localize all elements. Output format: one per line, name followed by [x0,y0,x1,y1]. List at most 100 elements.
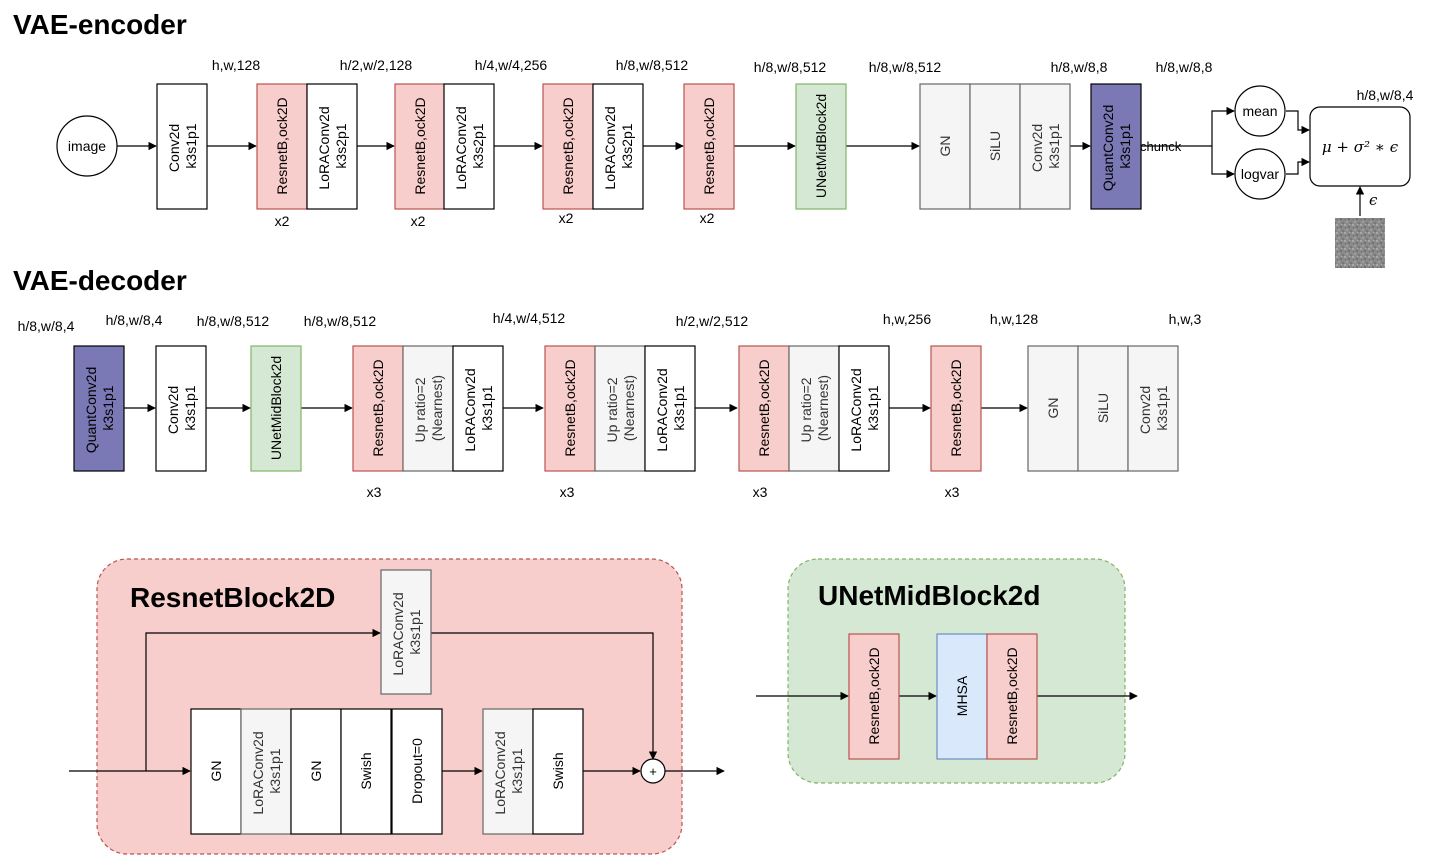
enc-resnet-1: ResnetB,ock2D [256,83,308,210]
enc-dim-9: h/8,w/8,4 [1357,87,1414,103]
encoder-title: VAE-encoder [13,9,187,40]
rb-shortcut-conv: LoRAConv2d k3s1p1 [380,569,432,695]
dec-dim-9: h,w,3 [1169,311,1202,327]
decoder-dim-labels: h/8,w/8,4 h/8,w/8,4 h/8,w/8,512 h/8,w/8,… [18,310,1202,334]
svg-text:ResnetB,ock2D: ResnetB,ock2D [1004,647,1020,744]
umb-resnet-1: ResnetB,ock2D [848,633,900,760]
enc-resnet-3: ResnetB,ock2D [542,83,594,210]
svg-text:LoRAConv2d k3s1p1: LoRAConv2d k3s1p1 [462,364,495,451]
svg-text:logvar: logvar [1241,166,1279,182]
enc-dim-1: h,w,128 [212,57,260,73]
enc-mid-block: UNetMidBlock2d [795,83,847,210]
enc-epsilon-label: ϵ [1369,191,1378,209]
rb-gn-2: GN [290,708,342,835]
dec-lora-conv-3: LoRAConv2d k3s1p1 [838,345,890,472]
dec-repeat-1: x3 [367,484,382,500]
resnet-block-title: ResnetBlock2D [130,582,335,613]
svg-text:LoRAConv2d k3s2p1: LoRAConv2d k3s2p1 [602,102,635,189]
resnet-block-arrows [69,628,725,776]
svg-text:Conv2d k3s1p1: Conv2d k3s1p1 [1029,120,1062,172]
svg-text:LoRAConv2d k3s2p1: LoRAConv2d k3s2p1 [316,102,349,189]
enc-gn: GN [919,83,971,210]
enc-repeat-4: x2 [700,210,715,226]
enc-chunck-label: chunck [1140,139,1182,154]
dec-dim-5: h/4,w/4,512 [493,310,566,326]
svg-text:LoRAConv2d k3s1p1: LoRAConv2d k3s1p1 [390,588,423,675]
dec-upsample-1: Up ratio=2 (Nearnest) [402,345,454,472]
svg-text:ResnetB,ock2D: ResnetB,ock2D [412,97,428,194]
enc-image-node: image [56,115,118,177]
dec-resnet-2: ResnetB,ock2D [544,345,596,472]
dec-dim-2: h/8,w/8,4 [106,312,163,328]
dec-dim-3: h/8,w/8,512 [197,313,270,329]
enc-lora-down-2: LoRAConv2d k3s2p1 [443,83,495,210]
dec-mid-block: UNetMidBlock2d [250,345,302,472]
dec-repeat-4: x3 [945,484,960,500]
unet-mid-block-panel: UNetMidBlock2d ResnetB,ock2D MHSA Resnet… [756,558,1138,784]
svg-text:Swish: Swish [358,752,374,789]
svg-text:LoRAConv2d k3s2p1: LoRAConv2d k3s2p1 [453,102,486,189]
svg-text:Conv2d k3s1p1: Conv2d k3s1p1 [1137,382,1170,434]
rb-swish-2: Swish [532,708,584,835]
rb-swish-1: Swish [340,708,392,835]
umb-mhsa: MHSA [936,633,988,760]
enc-repeat-3: x2 [559,210,574,226]
enc-dim-7: h/8,w/8,8 [1051,59,1108,75]
enc-noise-image [1335,218,1385,268]
enc-conv-out: Conv2d k3s1p1 [1019,83,1071,210]
enc-dim-2: h/2,w/2,128 [340,57,413,73]
enc-resnet-4: ResnetB,ock2D [683,83,735,210]
dec-silu: SiLU [1077,345,1129,472]
svg-text:LoRAConv2d k3s1p1: LoRAConv2d k3s1p1 [848,364,881,451]
svg-text:QuantConv2d k3s1p1: QuantConv2d k3s1p1 [83,363,116,453]
unet-mid-block-title: UNetMidBlock2d [818,580,1040,611]
dec-conv-in: Conv2d k3s1p1 [155,345,207,472]
decoder-title: VAE-decoder [13,265,187,296]
rb-gn-1: GN [190,708,242,835]
svg-text:GN: GN [308,761,324,782]
svg-text:LoRAConv2d k3s1p1: LoRAConv2d k3s1p1 [654,364,687,451]
svg-text:QuantConv2d k3s1p1: QuantConv2d k3s1p1 [1100,101,1133,191]
svg-text:ResnetB,ock2D: ResnetB,ock2D [370,359,386,456]
enc-image-label: image [68,138,106,154]
dec-dim-6: h/2,w/2,512 [676,313,749,329]
enc-dim-8: h/8,w/8,8 [1156,59,1213,75]
enc-lora-down-1: LoRAConv2d k3s2p1 [306,83,358,210]
enc-repeat-1: x2 [275,213,290,229]
enc-dim-6: h/8,w/8,512 [869,59,942,75]
enc-sample-formula: μ + σ² ∗ ϵ [1309,106,1411,187]
dec-repeat-2: x3 [560,484,575,500]
svg-text:ResnetB,ock2D: ResnetB,ock2D [274,97,290,194]
svg-text:Up ratio=2 (Nearnest): Up ratio=2 (Nearnest) [412,374,445,443]
rb-dropout: Dropout=0 [391,708,443,835]
enc-mean-node: mean [1234,85,1286,137]
encoder-dim-labels: h,w,128 h/2,w/2,128 h/4,w/4,256 h/8,w/8,… [212,57,1414,103]
dec-dim-8: h,w,128 [990,311,1038,327]
dec-upsample-3: Up ratio=2 (Nearnest) [788,345,840,472]
svg-text:μ + σ² ∗ ϵ: μ + σ² ∗ ϵ [1322,138,1399,156]
svg-text:Conv2d k3s1p1: Conv2d k3s1p1 [166,120,199,172]
svg-text:ResnetB,ock2D: ResnetB,ock2D [560,97,576,194]
svg-text:UNetMidBlock2d: UNetMidBlock2d [268,356,284,460]
enc-conv-in: Conv2d k3s1p1 [156,83,208,210]
umb-resnet-2: ResnetB,ock2D [986,633,1038,760]
dec-conv-out: Conv2d k3s1p1 [1127,345,1179,472]
enc-dim-3: h/4,w/4,256 [475,57,548,73]
svg-text:Swish: Swish [550,752,566,789]
encoder-arrows [117,106,1365,216]
svg-text:Up ratio=2 (Nearnest): Up ratio=2 (Nearnest) [604,374,637,443]
enc-silu: SiLU [969,83,1021,210]
svg-text:ResnetB,ock2D: ResnetB,ock2D [701,97,717,194]
svg-text:Conv2d k3s1p1: Conv2d k3s1p1 [165,382,198,434]
svg-text:ResnetB,ock2D: ResnetB,ock2D [866,647,882,744]
svg-text:ResnetB,ock2D: ResnetB,ock2D [948,359,964,456]
svg-text:MHSA: MHSA [954,675,970,716]
enc-repeat-2: x2 [411,213,426,229]
dec-dim-4: h/8,w/8,512 [304,313,377,329]
rb-conv-2: LoRAConv2d k3s1p1 [482,708,534,835]
enc-quant-conv: QuantConv2d k3s1p1 [1090,83,1142,210]
enc-logvar-node: logvar [1234,148,1286,200]
svg-text:SiLU: SiLU [987,131,1003,161]
dec-dim-7: h,w,256 [883,311,931,327]
